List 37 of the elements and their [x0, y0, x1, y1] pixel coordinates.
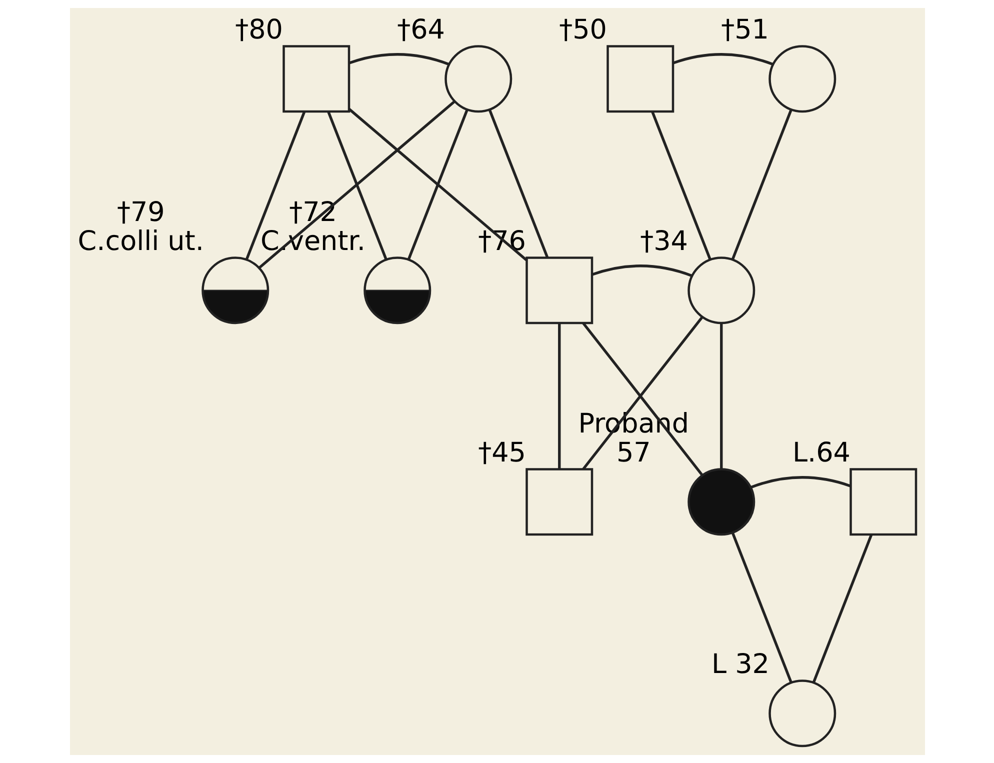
node-box [525, 256, 593, 324]
node-label: L 32 [711, 649, 769, 680]
node-box [282, 45, 350, 113]
node-label: †80 [234, 14, 282, 46]
node-circle [687, 256, 755, 324]
connector [258, 100, 455, 269]
connector [348, 53, 450, 66]
connector [244, 111, 306, 260]
node-box [849, 468, 917, 536]
node-label: †50 [558, 14, 606, 46]
connector [326, 111, 387, 260]
connector [591, 264, 692, 278]
connector [488, 109, 548, 258]
node-label: †79 [116, 196, 164, 228]
connector [650, 111, 711, 260]
node-box [606, 45, 674, 113]
node-label: C.colli ut. [77, 226, 204, 258]
connector [812, 534, 872, 683]
node-label: †34 [640, 226, 688, 258]
node-circle [444, 45, 512, 113]
connector [558, 323, 560, 469]
connector [730, 532, 792, 684]
node-label: L.64 [792, 438, 850, 469]
node-circle [768, 680, 836, 748]
node-label: 57 [616, 438, 650, 469]
connector [720, 323, 722, 469]
connector [406, 109, 468, 260]
connector [348, 108, 527, 262]
node-circle [768, 45, 836, 113]
connector [750, 476, 850, 488]
node-label: †45 [478, 438, 526, 469]
node-label: †64 [396, 14, 444, 46]
node-circle [687, 468, 755, 536]
connector [672, 53, 774, 66]
node-label: †51 [720, 14, 768, 46]
node-box [525, 468, 593, 536]
connector [730, 109, 792, 260]
